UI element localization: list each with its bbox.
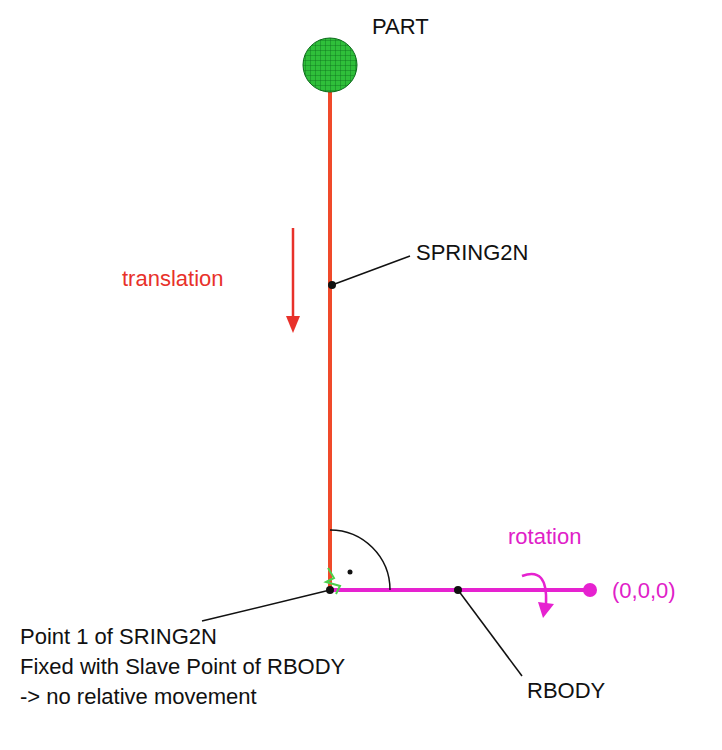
coordinate-label: (0,0,0) (612, 578, 676, 604)
leader-dot (328, 281, 336, 289)
angle-arc (330, 530, 390, 590)
origin-dot (583, 583, 597, 597)
part-sphere (300, 35, 360, 95)
translation-arrow (286, 228, 300, 333)
junction-mark (326, 568, 340, 594)
motion-label: translation (122, 266, 224, 292)
part-label: SPRING2N (416, 240, 528, 266)
note-text: -> no relative movement (20, 684, 257, 710)
part-label: RBODY (527, 678, 605, 704)
note-text: Fixed with Slave Point of RBODY (20, 654, 345, 680)
leader-line (202, 590, 330, 621)
leader-dot (326, 586, 334, 594)
rotation-arrow (522, 574, 554, 618)
spring-line (328, 92, 332, 590)
angle-dot (348, 570, 353, 575)
part-label: PART (372, 14, 429, 40)
leader-line (332, 256, 410, 285)
note-text: Point 1 of SRING2N (20, 624, 217, 650)
leader-line (458, 590, 522, 676)
leader-dot (454, 586, 462, 594)
motion-label: rotation (508, 524, 581, 550)
